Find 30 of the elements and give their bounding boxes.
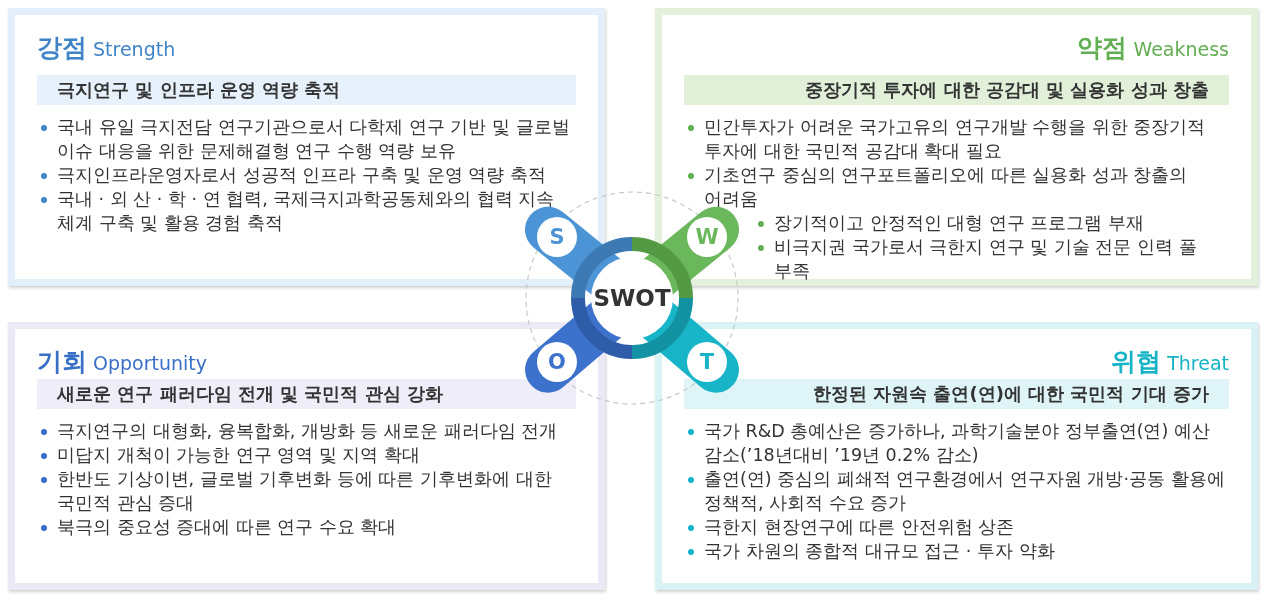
panel-title: 강점 (37, 33, 87, 62)
bullet-text: 출연(연) 중심의 폐쇄적 연구환경에서 연구자원 개방·공동 활용에 정책적, 사회적 수요 증가 (704, 468, 1226, 515)
bullet-text: 민간투자가 어려운 국가고유의 연구개발 수행을 위한 중장기적 투자에 대한 국민적 공감대 확대 필요 (704, 116, 1207, 163)
panel-box (655, 322, 1258, 590)
summary-band: 한정된 자원속 출연(연)에 대한 국민적 기대 증가 (684, 379, 1229, 409)
summary-band: 중장기적 투자에 대한 공감대 및 실용화 성과 창출 (684, 75, 1229, 105)
bullet-text: 국가 차원의 종합적 대규모 접근 · 투자 약화 (704, 540, 1056, 563)
bullet-text: 한반도 기상이변, 글로벌 기후변화 등에 따른 기후변화에 대한 국민적 관심 증대 (57, 468, 553, 515)
panel-box (8, 8, 605, 286)
bullet-text: 국내 유일 극지전담 연구기관으로서 다학제 연구 기반 및 글로벌 이슈 대응을 위한 문제해결형 연구 수행 역량 보유 (57, 116, 571, 163)
panel-subtitle: Opportunity (93, 352, 208, 374)
panel-subtitle: Threat (1167, 352, 1229, 374)
panel-box (8, 322, 605, 590)
summary-band: 극지연구 및 인프라 운영 역량 축적 (37, 75, 576, 105)
bullet-text: 북극의 중요성 증대에 따른 연구 수요 확대 (57, 516, 398, 539)
panel-title: 위협 (1111, 347, 1162, 376)
bullet-text: 극지인프라운영자로서 성공적 인프라 구축 및 운영 역량 축적 (57, 164, 547, 187)
panel-box (655, 8, 1258, 286)
panel-subtitle: Strength (93, 38, 176, 60)
bullet-text: 극지연구의 대형화, 융복합화, 개방화 등 새로운 패러다임 전개 (57, 420, 559, 443)
summary-band: 새로운 연구 패러다임 전개 및 국민적 관심 강화 (37, 379, 576, 409)
panel-title: 기회 (37, 347, 87, 376)
bullet-text: 비극지권 국가로서 극한지 연구 및 기술 전문 인력 풀 부족 (774, 236, 1198, 283)
bullet-text: 기초연구 중심의 연구포트폴리오에 따른 실용화 성과 창출의 어려움 (704, 164, 1189, 211)
bullet-text: 극한지 현장연구에 따른 안전위험 상존 (704, 516, 1016, 539)
bullet-text: 미답지 개척이 가능한 연구 영역 및 지역 확대 (57, 444, 421, 467)
bullet-text: 장기적이고 안정적인 대형 연구 프로그램 부재 (774, 212, 1145, 235)
panel-title: 약점 (1077, 33, 1128, 62)
bullet-text: 국가 R&D 총예산은 증가하나, 과학기술분야 정부출연(연) 예산 감소(’18년대비 ’19년 0.2% 감소) (704, 420, 1211, 467)
panel-subtitle: Weakness (1133, 38, 1229, 60)
